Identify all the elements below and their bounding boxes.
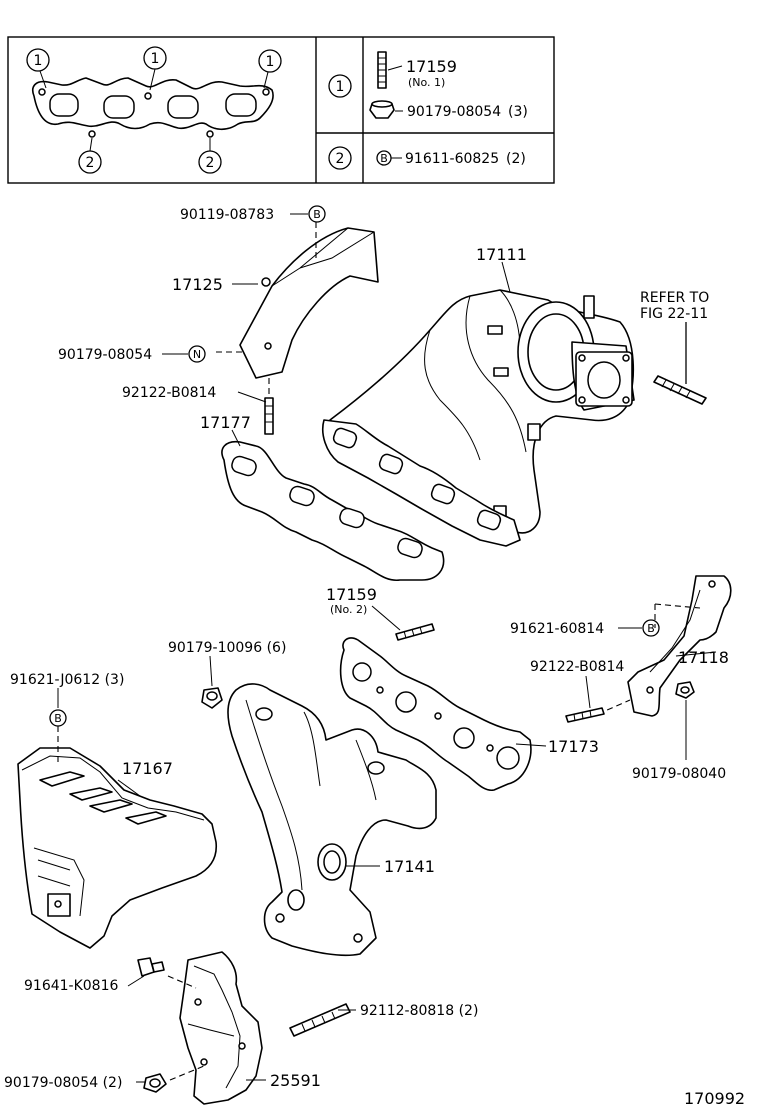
stud-icon	[377, 51, 387, 89]
stud-17159-no2	[395, 623, 435, 641]
label-91621-j0612: 91621-J0612 (3)	[10, 672, 124, 688]
manifold-stay-17118	[627, 575, 732, 717]
label-92122-b0814-top: 92122-B0814	[122, 385, 216, 401]
stud-92122-b0814-right	[565, 707, 605, 723]
label-17141: 17141	[384, 857, 435, 876]
label-17125: 17125	[172, 275, 223, 294]
insulator-25591	[179, 951, 263, 1105]
nut-90179-08054-bottom	[143, 1073, 167, 1093]
label-92112-80818: 92112-80818 (2)	[360, 1003, 478, 1019]
stud-92122-b0814-top	[264, 397, 274, 435]
figure-number: 170992	[684, 1089, 745, 1108]
label-91641-k0816: 91641-K0816	[24, 978, 118, 994]
svg-text:2: 2	[336, 151, 345, 167]
table-part-91611-60825-qty: (2)	[506, 151, 526, 167]
table-part-17159-note: (No. 1)	[408, 76, 445, 89]
nut-90179-08040	[675, 681, 695, 699]
label-90179-08054-bottom: 90179-08054 (2)	[4, 1075, 122, 1091]
label-17111: 17111	[476, 245, 527, 264]
gasket-mark-top-3: 1	[258, 49, 282, 73]
table-part-17159: 17159	[406, 57, 457, 76]
label-17167: 17167	[122, 759, 173, 778]
heat-insulator-lower-17167	[17, 747, 218, 949]
symbol-b-90119: B	[308, 205, 326, 223]
bolt-91641-k0816	[137, 957, 165, 977]
svg-text:2: 2	[86, 155, 95, 171]
stud-92112-80818	[289, 1003, 351, 1037]
svg-text:1: 1	[336, 79, 345, 95]
svg-text:B: B	[313, 208, 321, 221]
svg-text:N: N	[193, 348, 201, 361]
label-90179-10096: 90179-10096 (6)	[168, 640, 286, 656]
label-90179-08054-top: 90179-08054	[58, 347, 152, 363]
gasket-17177	[221, 440, 445, 582]
callout-table: 1 1 1 2 2 1	[7, 36, 555, 184]
nut-90179-10096	[201, 687, 223, 709]
table-row-2-mark: 2	[328, 146, 352, 170]
svg-text:1: 1	[151, 51, 160, 67]
symbol-b-91621-60814: B	[642, 619, 660, 637]
label-92122-b0814-right: 92122-B0814	[530, 659, 624, 675]
label-17173: 17173	[548, 737, 599, 756]
symbol-b-91621-j0612: B	[49, 709, 67, 727]
gasket-17173	[339, 637, 532, 792]
exhaust-manifold-17141	[227, 683, 437, 957]
refer-line-2: FIG 22-11	[640, 306, 708, 322]
svg-text:B: B	[54, 712, 62, 725]
gasket-17177-right	[322, 419, 521, 547]
gasket-inset-drawing	[32, 77, 274, 138]
table-part-91611-60825: 91611-60825	[405, 151, 499, 167]
label-17177: 17177	[200, 413, 251, 432]
nut-icon	[369, 100, 395, 119]
svg-text:1: 1	[34, 53, 43, 69]
gasket-mark-top-1: 1	[26, 48, 50, 72]
label-90119-08783: 90119-08783	[180, 207, 274, 223]
label-90179-08040: 90179-08040	[632, 766, 726, 782]
table-part-90179-08054: 90179-08054	[407, 104, 501, 120]
svg-text:2: 2	[206, 155, 215, 171]
label-25591: 25591	[270, 1071, 321, 1090]
symbol-n-90179: N	[188, 345, 206, 363]
refer-line-1: REFER TO	[640, 290, 709, 306]
table-row-1-mark: 1	[328, 74, 352, 98]
svg-text:B: B	[380, 152, 388, 165]
label-17159: 17159	[326, 585, 377, 604]
part-labels: 90119-08783 17125 90179-08054 92122-B081…	[4, 207, 745, 1108]
stud-refer-fig	[653, 375, 707, 405]
label-17118: 17118	[678, 648, 729, 667]
heat-insulator-upper-17125	[239, 227, 379, 379]
label-91621-60814: 91621-60814	[510, 621, 604, 637]
svg-text:B: B	[647, 622, 655, 635]
table-part-90179-08054-qty: (3)	[508, 104, 528, 120]
leader-lines	[57, 213, 717, 1083]
svg-text:1: 1	[266, 54, 275, 70]
label-17159-note: (No. 2)	[330, 603, 367, 616]
manifold-turbo-17111	[329, 289, 635, 534]
